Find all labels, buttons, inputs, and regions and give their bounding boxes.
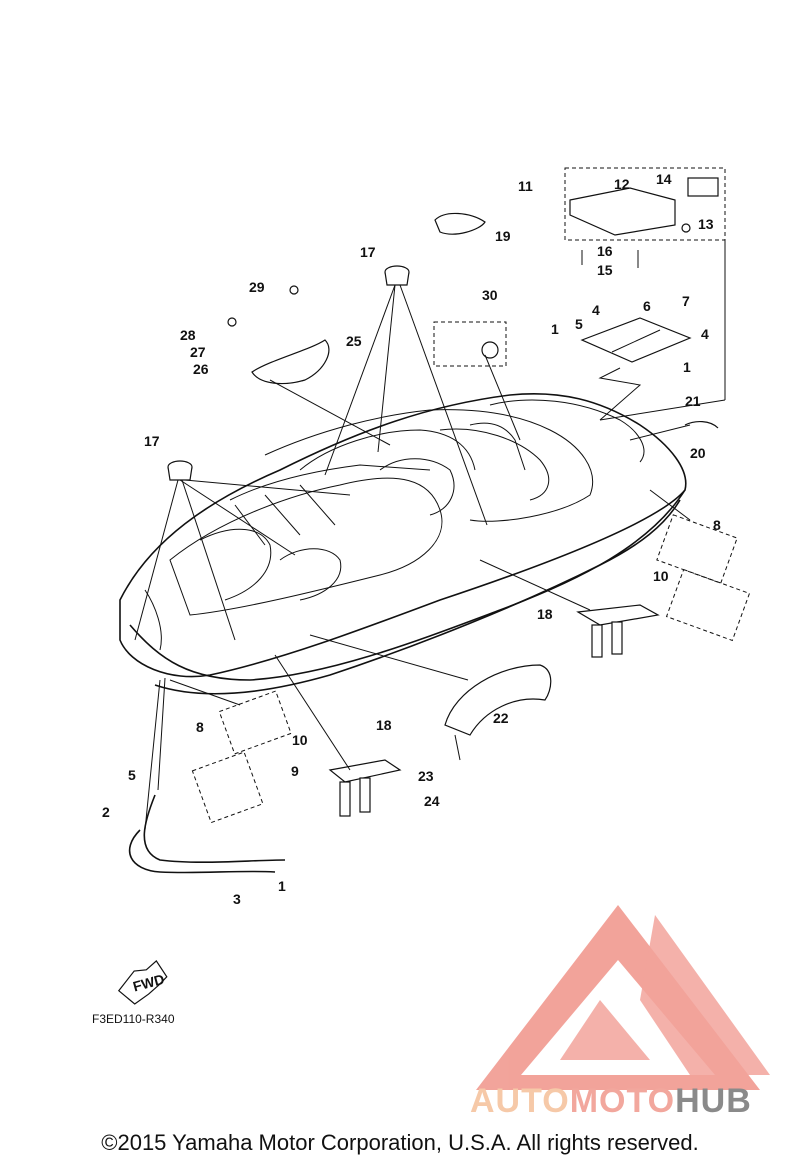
callout-16: 16 — [597, 243, 613, 259]
callout-10-right: 10 — [653, 568, 669, 584]
watermark-hub: HUB — [675, 1082, 752, 1120]
callout-15: 15 — [597, 262, 613, 278]
callout-1-lower: 1 — [278, 878, 286, 894]
callout-1-upper: 1 — [551, 321, 559, 337]
watermark-text: AUTOMOTOHUB — [470, 1082, 752, 1121]
watermark-moto: MOTO — [569, 1082, 676, 1120]
callout-18-right: 18 — [537, 606, 553, 622]
callout-2: 2 — [102, 804, 110, 820]
callout-30: 30 — [482, 287, 498, 303]
callout-3: 3 — [233, 891, 241, 907]
callout-8-right: 8 — [713, 517, 721, 533]
callout-25: 25 — [346, 333, 362, 349]
callout-28: 28 — [180, 327, 196, 343]
callout-27: 27 — [190, 344, 206, 360]
callout-5-left: 5 — [128, 767, 136, 783]
callout-8-left: 8 — [196, 719, 204, 735]
callout-10-left: 10 — [292, 732, 308, 748]
callout-11: 11 — [518, 178, 533, 194]
hull-assembly — [119, 392, 687, 695]
callout-labels: 11 12 14 13 16 15 19 17 29 30 4 6 7 1 5 … — [102, 171, 721, 995]
part-sketches — [117, 167, 751, 1005]
callout-24: 24 — [424, 793, 440, 809]
copyright-notice: ©2015 Yamaha Motor Corporation, U.S.A. A… — [101, 1130, 699, 1155]
callout-20: 20 — [690, 445, 706, 461]
callout-23: 23 — [418, 768, 434, 784]
callout-26: 26 — [193, 361, 209, 377]
fwd-label: FWD — [131, 971, 166, 995]
callout-4-right: 4 — [701, 326, 709, 342]
callout-6: 6 — [643, 298, 651, 314]
callout-1-right: 1 — [683, 359, 691, 375]
callout-4-upper: 4 — [592, 302, 600, 318]
callout-22: 22 — [493, 710, 509, 726]
watermark-logo — [476, 905, 770, 1090]
callout-12: 12 — [614, 176, 630, 192]
callout-19: 19 — [495, 228, 511, 244]
callout-18-left: 18 — [376, 717, 392, 733]
callout-7: 7 — [682, 293, 690, 309]
watermark-auto: AUTO — [470, 1082, 570, 1120]
callout-21: 21 — [685, 393, 701, 409]
callout-9: 9 — [291, 763, 299, 779]
callout-29: 29 — [249, 279, 265, 295]
callout-17-upper: 17 — [360, 244, 376, 260]
drawing-code: F3ED110-R340 — [92, 1012, 175, 1026]
callout-14: 14 — [656, 171, 672, 187]
callout-17-lower: 17 — [144, 433, 160, 449]
callout-5-upper: 5 — [575, 316, 583, 332]
callout-13: 13 — [698, 216, 714, 232]
leader-lines — [134, 240, 726, 831]
